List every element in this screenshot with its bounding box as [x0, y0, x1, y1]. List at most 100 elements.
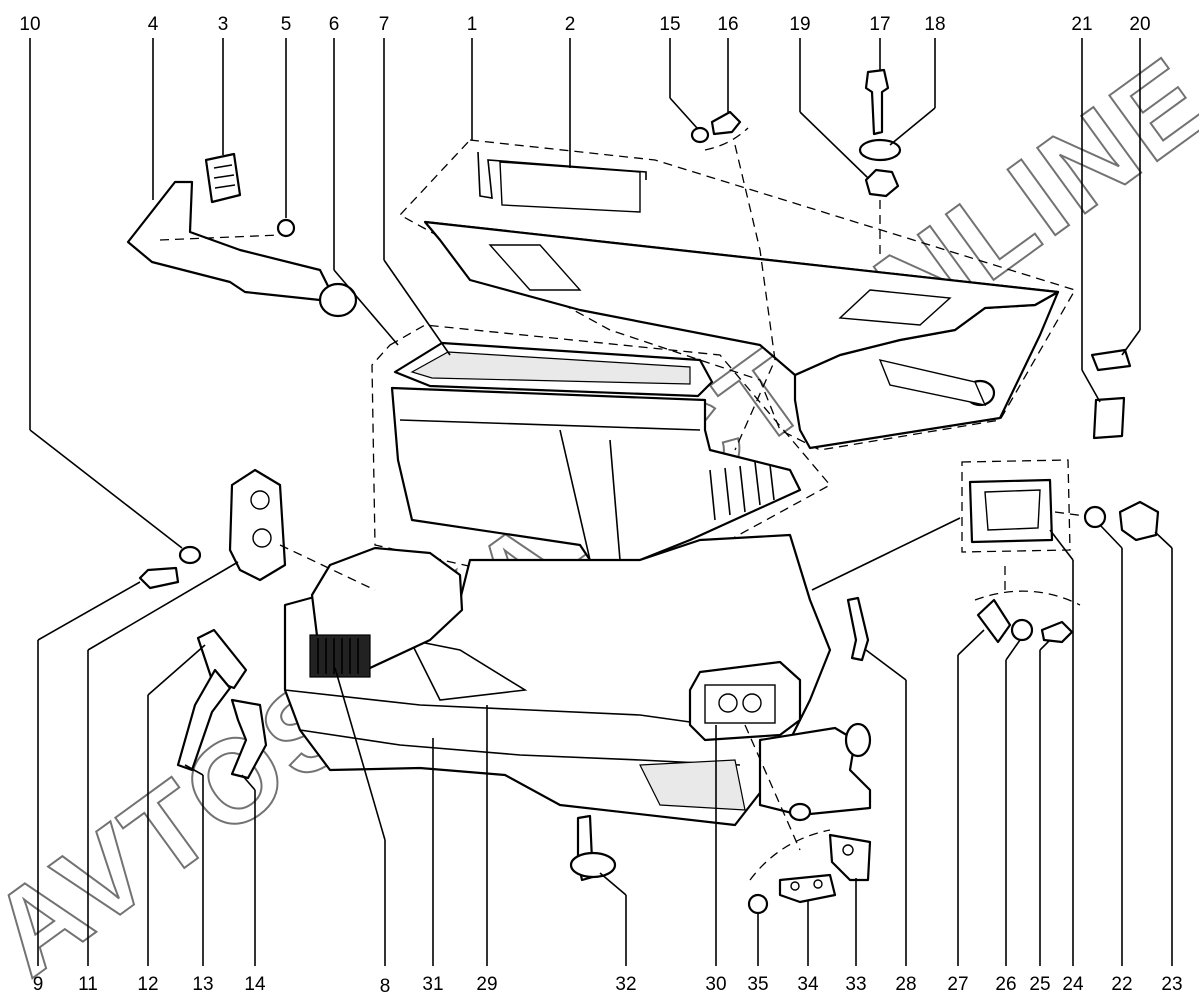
callout-12: 12	[137, 974, 158, 995]
hose-left	[176, 668, 232, 772]
washer-18	[858, 138, 902, 162]
callout-14: 14	[244, 974, 266, 995]
washer-left	[178, 545, 202, 565]
hose-clamp	[196, 628, 248, 690]
filter-housing-outline	[371, 324, 832, 601]
upper-cover-group	[398, 139, 1076, 451]
leader-21b	[1081, 369, 1101, 403]
callout-24: 24	[1062, 974, 1084, 995]
lower-case-seam-2	[299, 729, 741, 766]
connector-clip	[204, 152, 242, 204]
callout-29: 29	[476, 974, 497, 995]
screw-16	[710, 110, 742, 136]
leader-20b	[1121, 329, 1141, 356]
arc-27-25	[974, 590, 1081, 606]
cover-cutout-right	[838, 289, 952, 326]
callout-17: 17	[869, 14, 890, 35]
right-parts	[747, 459, 1160, 915]
callout-21: 21	[1071, 14, 1092, 35]
leader-24b	[1049, 529, 1074, 561]
callout-35: 35	[747, 974, 768, 995]
filter-housing-group	[371, 324, 832, 601]
line-24-22	[1054, 511, 1086, 517]
leader-23b	[1154, 531, 1173, 549]
filter-media	[410, 351, 691, 385]
side-duct-hole-1	[718, 693, 738, 713]
housing-rib-3	[609, 439, 621, 561]
callout-16: 16	[717, 14, 738, 35]
actuator-knob	[844, 722, 872, 758]
callout-28: 28	[895, 974, 916, 995]
callout-2: 2	[565, 14, 576, 35]
duct-pipe	[126, 180, 332, 302]
leader-25b	[1039, 639, 1051, 651]
lower-case-recess	[639, 759, 746, 811]
leader-11b	[87, 561, 239, 651]
callout-3: 3	[218, 14, 229, 35]
side-duct-opening	[704, 684, 776, 724]
leader-26b	[1005, 639, 1021, 661]
actuator-bracket	[758, 726, 872, 817]
lever-34	[778, 873, 837, 904]
switch-group-outline	[961, 459, 1071, 553]
gasket-hole-bottom	[252, 528, 272, 548]
leader-8b	[334, 667, 386, 841]
lever-33-hole	[842, 844, 854, 856]
callout-26: 26	[995, 974, 1016, 995]
duct-pipe-end	[318, 282, 358, 318]
leader-15b	[669, 97, 698, 129]
blower-fan	[309, 634, 371, 678]
small-nut	[276, 218, 296, 238]
callout-5: 5	[281, 14, 292, 35]
callout-30: 30	[705, 974, 726, 995]
nut-35	[747, 893, 769, 915]
callout-labels-bottom: 9 11 12 13 14 8 31 29 32 30 35 34 33 28 …	[33, 974, 1183, 997]
cover-tube	[878, 359, 987, 406]
leader-27b	[957, 629, 985, 656]
cover-cutout-left	[488, 244, 582, 291]
upper-cover-body	[423, 220, 1060, 377]
duct-channel	[408, 638, 528, 701]
bolt-17	[864, 68, 890, 136]
switch-24-face	[984, 489, 1041, 531]
side-duct-hole-2	[742, 693, 762, 713]
washer-15	[690, 126, 710, 144]
cover-group-outline	[398, 139, 1076, 451]
leader-22b	[1099, 524, 1123, 549]
clip-20	[1090, 348, 1132, 372]
leader-19b	[799, 111, 869, 179]
assembly-lines	[159, 127, 1086, 881]
blower-fan-blades	[317, 638, 359, 674]
nut-19	[864, 168, 900, 198]
callout-9: 9	[33, 974, 44, 995]
housing-rib-2	[559, 429, 591, 561]
hose-right	[230, 698, 268, 780]
callout-25: 25	[1029, 974, 1050, 995]
cover-window-hook	[477, 151, 647, 199]
housing-vanes	[709, 461, 775, 521]
leader-13b	[184, 764, 204, 776]
callout-11: 11	[78, 974, 98, 995]
lower-case-seam	[284, 689, 691, 723]
leader-10b	[29, 429, 183, 549]
callout-15: 15	[659, 14, 680, 35]
pad-21	[1092, 396, 1126, 440]
leader-28b	[865, 649, 907, 681]
arc-34-35	[749, 829, 831, 881]
screw-25	[1040, 620, 1074, 644]
connector-clip-teeth	[213, 164, 236, 189]
arc-15-16	[704, 127, 749, 151]
actuator-cylinder	[788, 802, 812, 822]
line-3-5	[159, 234, 281, 241]
leader-14b	[241, 774, 256, 791]
leader-6b	[333, 269, 399, 346]
bolt-left	[138, 566, 180, 590]
arrow-30-to-34	[744, 724, 801, 851]
filter-housing-body	[390, 386, 802, 577]
drain-flange	[569, 851, 617, 879]
callout-13: 13	[192, 974, 213, 995]
callout-32: 32	[615, 974, 636, 995]
washer-22	[1083, 505, 1107, 529]
main-unit-body	[283, 533, 872, 882]
